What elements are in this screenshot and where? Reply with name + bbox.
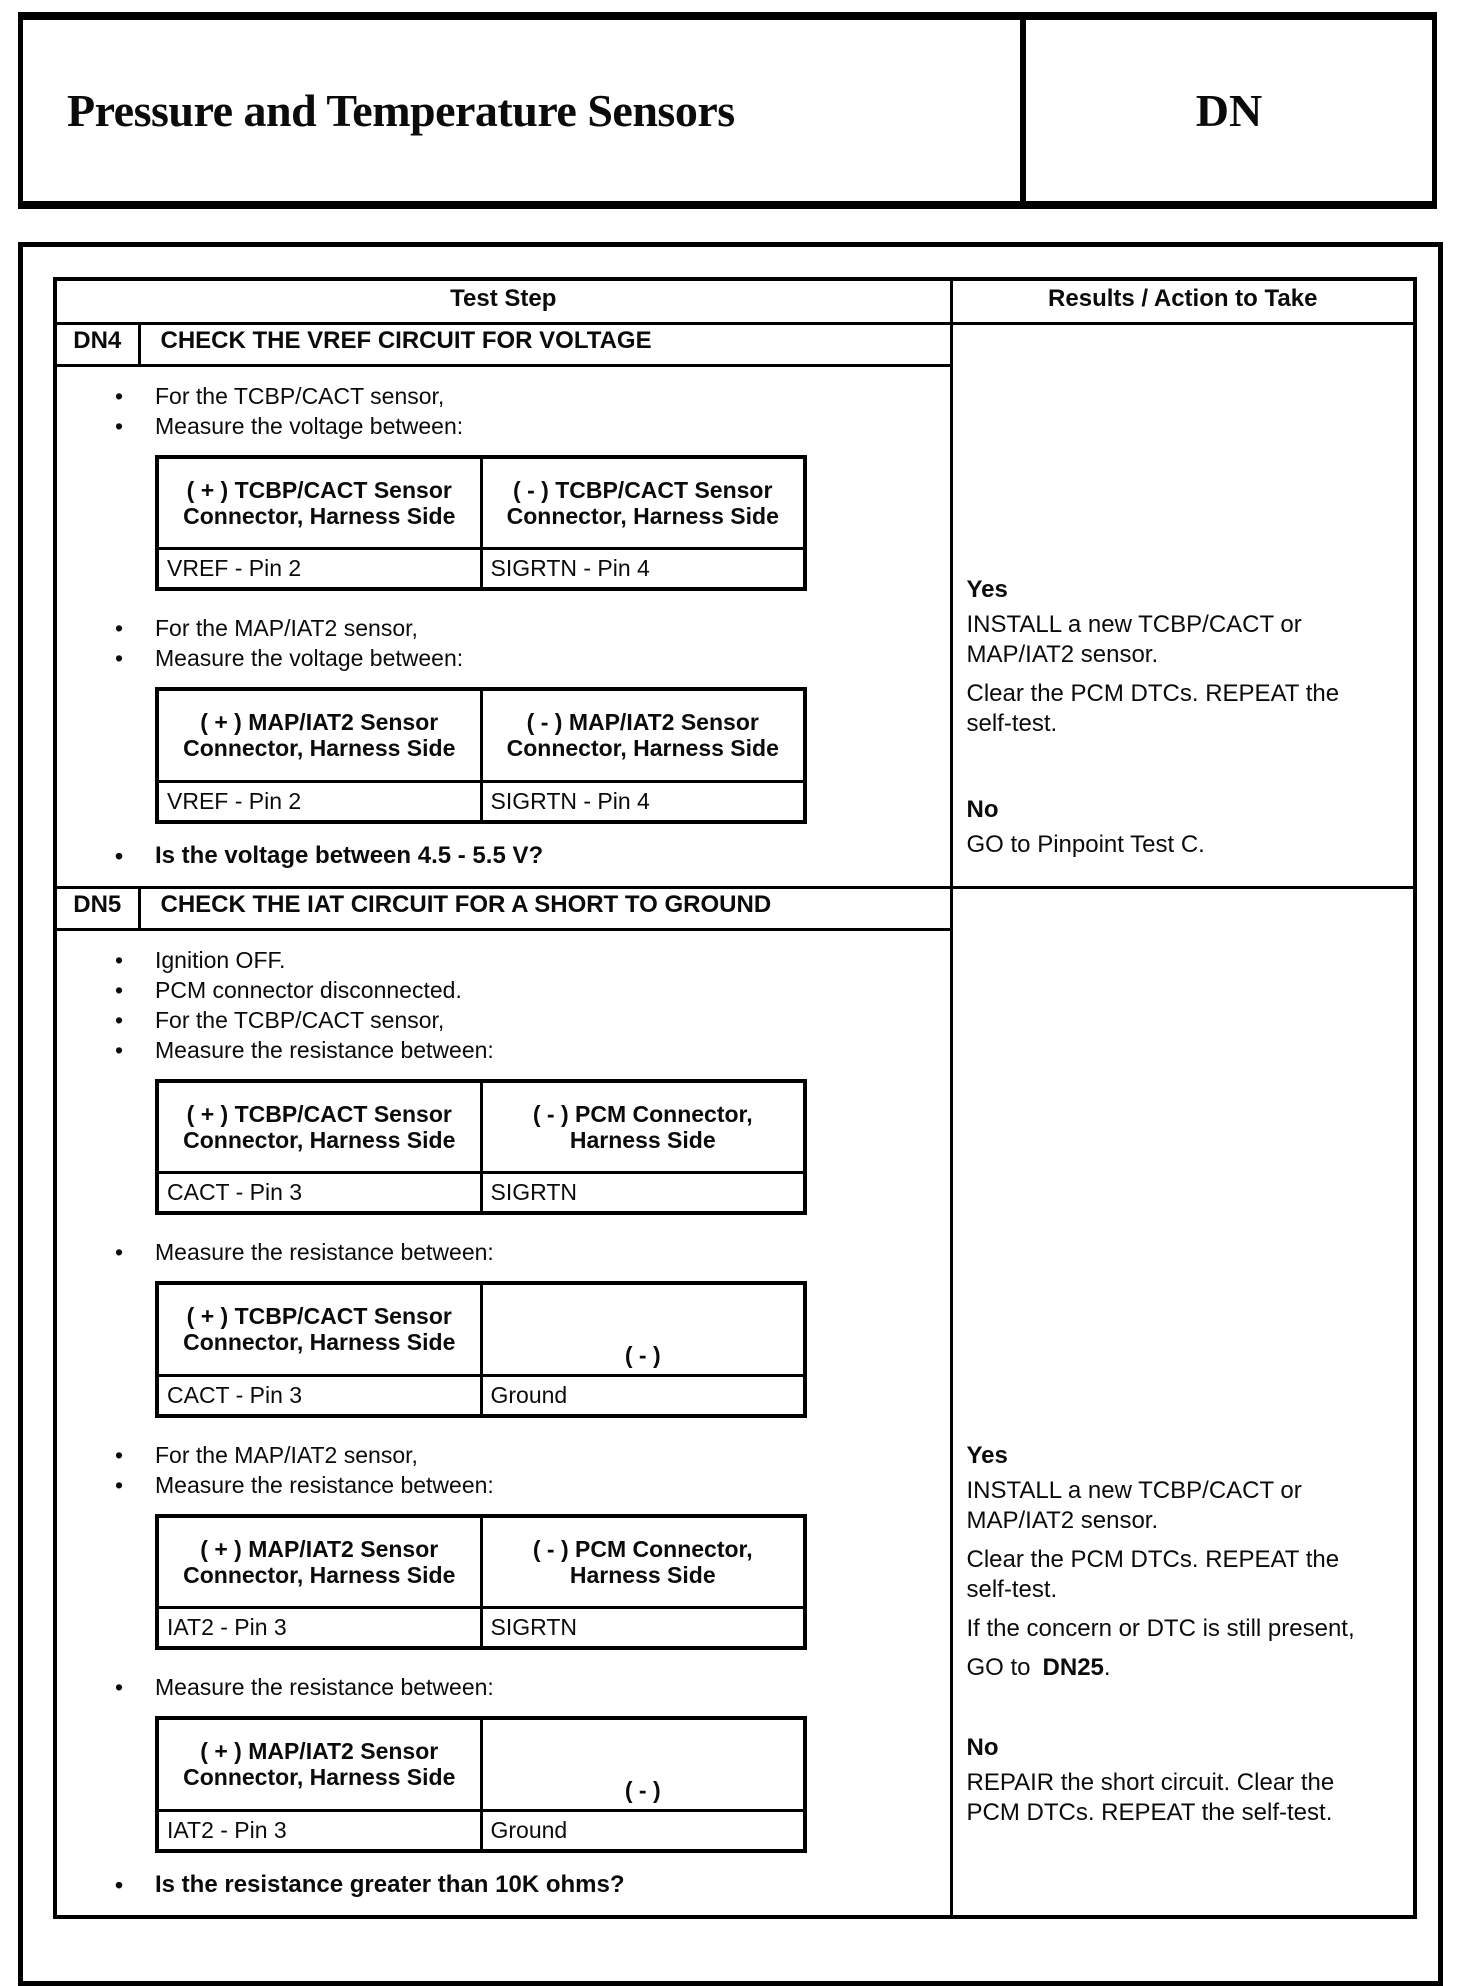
- bullet-item: Measure the resistance between:: [57, 1470, 950, 1500]
- dn4-title-row: DN4 CHECK THE VREF CIRCUIT FOR VOLTAGE Y…: [53, 321, 1417, 889]
- bullet-item: Ignition OFF.: [57, 945, 950, 975]
- bullet-item: Measure the resistance between:: [57, 1237, 950, 1267]
- dn4-step-label: DN4: [53, 321, 141, 367]
- plus-value: CACT - Pin 3: [155, 1373, 483, 1417]
- dn5-question: Is the resistance greater than 10K ohms?: [57, 1869, 950, 1901]
- dn5-results-cell: Yes INSTALL a new TCBP/CACT or MAP/IAT2 …: [949, 885, 1417, 1918]
- dn5-no-action: REPAIR the short circuit. Clear the PCM …: [966, 1768, 1335, 1826]
- plus-value: VREF - Pin 2: [155, 779, 483, 823]
- dn5-step-title: CHECK THE IAT CIRCUIT FOR A SHORT TO GRO…: [137, 885, 953, 931]
- dn4-results: Yes INSTALL a new TCBP/CACT or MAP/IAT2 …: [967, 575, 1380, 860]
- dn4-step-title: CHECK THE VREF CIRCUIT FOR VOLTAGE: [137, 321, 953, 367]
- dn4-yes-heading: Yes: [966, 575, 1008, 603]
- bullet-item: Measure the voltage between:: [57, 411, 950, 441]
- go-to-prefix: GO to: [966, 1653, 1031, 1681]
- bullet-item: For the TCBP/CACT sensor,: [57, 381, 950, 411]
- minus-header: ( - ) MAP/IAT2 Sensor Connector, Harness…: [479, 687, 807, 783]
- bullet-item: For the MAP/IAT2 sensor,: [57, 1440, 950, 1470]
- pinpoint-test-table: Test Step Results / Action to Take DN4 C…: [53, 277, 1417, 1919]
- dn5-results: Yes INSTALL a new TCBP/CACT or MAP/IAT2 …: [967, 1441, 1380, 1828]
- plus-header: ( + ) MAP/IAT2 Sensor Connector, Harness…: [155, 1716, 483, 1812]
- minus-value: Ground: [479, 1808, 807, 1852]
- minus-value: SIGRTN - Pin 4: [479, 547, 807, 591]
- dn4-measurement-table-tcbp-cact: ( + ) TCBP/CACT Sensor Connector, Harnes…: [155, 454, 807, 591]
- minus-header: ( - ) PCM Connector, Harness Side: [479, 1514, 807, 1609]
- bullet-item: PCM connector disconnected.: [57, 975, 950, 1005]
- dn5-no-heading: No: [966, 1733, 999, 1761]
- plus-header: ( + ) TCBP/CACT Sensor Connector, Harnes…: [155, 1281, 483, 1377]
- dn4-measurement-table-map-iat2: ( + ) MAP/IAT2 Sensor Connector, Harness…: [155, 687, 807, 824]
- plus-header: ( + ) TCBP/CACT Sensor Connector, Harnes…: [155, 455, 483, 550]
- column-header-test-step: Test Step: [53, 277, 953, 325]
- dn4-results-cell: Yes INSTALL a new TCBP/CACT or MAP/IAT2 …: [949, 321, 1417, 889]
- dn4-no-action: GO to Pinpoint Test C.: [966, 830, 1205, 858]
- minus-value: Ground: [479, 1373, 807, 1417]
- dn4-step-body: For the TCBP/CACT sensor, Measure the vo…: [53, 363, 953, 889]
- plus-value: IAT2 - Pin 3: [155, 1808, 483, 1852]
- minus-header: ( - ): [479, 1716, 807, 1812]
- content-frame: Test Step Results / Action to Take DN4 C…: [18, 242, 1443, 1986]
- dn4-body-row: For the TCBP/CACT sensor, Measure the vo…: [53, 363, 1415, 889]
- dn5-measurement-table-iat2-sigrtn: ( + ) MAP/IAT2 Sensor Connector, Harness…: [155, 1513, 807, 1650]
- dn4-no-heading: No: [966, 795, 999, 823]
- dn5-yes-action: INSTALL a new TCBP/CACT or MAP/IAT2 sens…: [966, 1476, 1302, 1534]
- dn5-yes-block: Yes INSTALL a new TCBP/CACT or MAP/IAT2 …: [967, 1441, 1380, 1683]
- dn4-yes-action: Clear the PCM DTCs. REPEAT the self-test…: [966, 679, 1340, 737]
- minus-header: ( - ) PCM Connector, Harness Side: [479, 1079, 807, 1174]
- dn5-body-row: Ignition OFF. PCM connector disconnected…: [53, 927, 1415, 1918]
- minus-value: SIGRTN - Pin 4: [479, 779, 807, 823]
- section-code: DN: [1195, 85, 1263, 136]
- dn4-no-block: No GO to Pinpoint Test C.: [967, 795, 1380, 860]
- bullet-item: Measure the resistance between:: [57, 1035, 950, 1065]
- dn5-step-body: Ignition OFF. PCM connector disconnected…: [53, 927, 953, 1918]
- plus-value: IAT2 - Pin 3: [155, 1606, 483, 1650]
- dn4-question: Is the voltage between 4.5 - 5.5 V?: [57, 840, 950, 872]
- dn5-measurement-table-iat2-ground: ( + ) MAP/IAT2 Sensor Connector, Harness…: [155, 1716, 807, 1853]
- dn5-no-block: No REPAIR the short circuit. Clear the P…: [967, 1733, 1380, 1828]
- dn4-yes-block: Yes INSTALL a new TCBP/CACT or MAP/IAT2 …: [967, 575, 1380, 739]
- dn5-go-to-line: GO to DN25.: [967, 1653, 1380, 1683]
- page-header-title-cell: Pressure and Temperature Sensors: [23, 20, 1020, 201]
- plus-value: CACT - Pin 3: [155, 1171, 483, 1215]
- plus-header: ( + ) TCBP/CACT Sensor Connector, Harnes…: [155, 1079, 483, 1174]
- minus-header: ( - ) TCBP/CACT Sensor Connector, Harnes…: [479, 455, 807, 550]
- bullet-item: Measure the voltage between:: [57, 643, 950, 673]
- page-header-code-cell: DN: [1020, 20, 1432, 201]
- go-to-suffix: .: [1103, 1653, 1111, 1681]
- dn5-step-label: DN5: [53, 885, 141, 931]
- dn5-yes-heading: Yes: [966, 1441, 1008, 1469]
- dn5-measurement-table-cact-ground: ( + ) TCBP/CACT Sensor Connector, Harnes…: [155, 1281, 807, 1418]
- plus-value: VREF - Pin 2: [155, 547, 483, 591]
- minus-value: SIGRTN: [479, 1606, 807, 1650]
- dn5-yes-action: Clear the PCM DTCs. REPEAT the self-test…: [966, 1545, 1340, 1603]
- bullet-item: Measure the resistance between:: [57, 1672, 950, 1702]
- dn5-title-row: DN5 CHECK THE IAT CIRCUIT FOR A SHORT TO…: [53, 885, 1417, 1918]
- go-to-target: DN25: [1042, 1653, 1104, 1681]
- plus-header: ( + ) MAP/IAT2 Sensor Connector, Harness…: [155, 687, 483, 783]
- dn5-measurement-table-cact-sigrtn: ( + ) TCBP/CACT Sensor Connector, Harnes…: [155, 1078, 807, 1215]
- page-title: Pressure and Temperature Sensors: [67, 85, 735, 136]
- column-header-results: Results / Action to Take: [949, 277, 1417, 325]
- page-header: Pressure and Temperature Sensors DN: [18, 12, 1437, 209]
- minus-value: SIGRTN: [479, 1171, 807, 1215]
- minus-header: ( - ): [479, 1281, 807, 1377]
- bullet-item: For the TCBP/CACT sensor,: [57, 1005, 950, 1035]
- dn5-yes-action: If the concern or DTC is still present,: [966, 1614, 1355, 1642]
- plus-header: ( + ) MAP/IAT2 Sensor Connector, Harness…: [155, 1514, 483, 1609]
- dn4-yes-action: INSTALL a new TCBP/CACT or MAP/IAT2 sens…: [966, 610, 1302, 668]
- bullet-item: For the MAP/IAT2 sensor,: [57, 613, 950, 643]
- table-header-row: Test Step Results / Action to Take: [53, 277, 1417, 325]
